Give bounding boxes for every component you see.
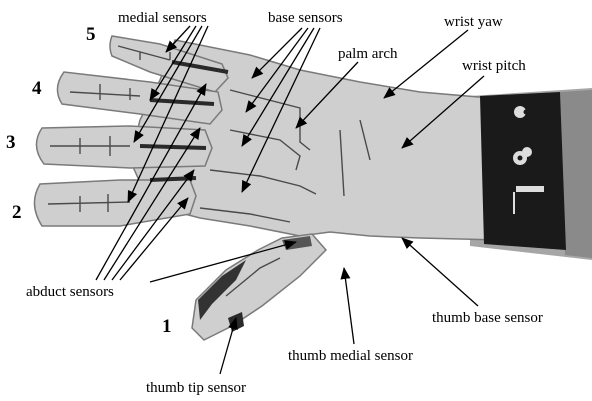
leader-wrist-yaw <box>384 30 468 98</box>
finger-number-1: 1 <box>162 316 172 337</box>
label-base-sensors: base sensors <box>268 10 343 26</box>
label-wrist-pitch: wrist pitch <box>462 58 526 74</box>
label-thumb-base-sensor: thumb base sensor <box>432 310 543 326</box>
leader-thumb-medial-sensor <box>344 268 354 344</box>
finger-number-4: 4 <box>32 78 42 99</box>
sensor-stripe-3 <box>140 146 206 148</box>
label-abduct-sensors: abduct sensors <box>26 284 114 300</box>
label-palm-arch: palm arch <box>338 46 398 62</box>
label-wrist-yaw: wrist yaw <box>444 14 503 30</box>
finger-number-3: 3 <box>6 132 16 153</box>
leader-thumb-base-sensor <box>402 238 478 306</box>
label-thumb-tip-sensor: thumb tip sensor <box>146 380 246 396</box>
sensor-stripe-2 <box>150 178 196 180</box>
finger-number-5: 5 <box>86 24 96 45</box>
finger-number-2: 2 <box>12 202 22 223</box>
label-thumb-medial-sensor: thumb medial sensor <box>288 348 413 364</box>
label-medial-sensors: medial sensors <box>118 10 207 26</box>
